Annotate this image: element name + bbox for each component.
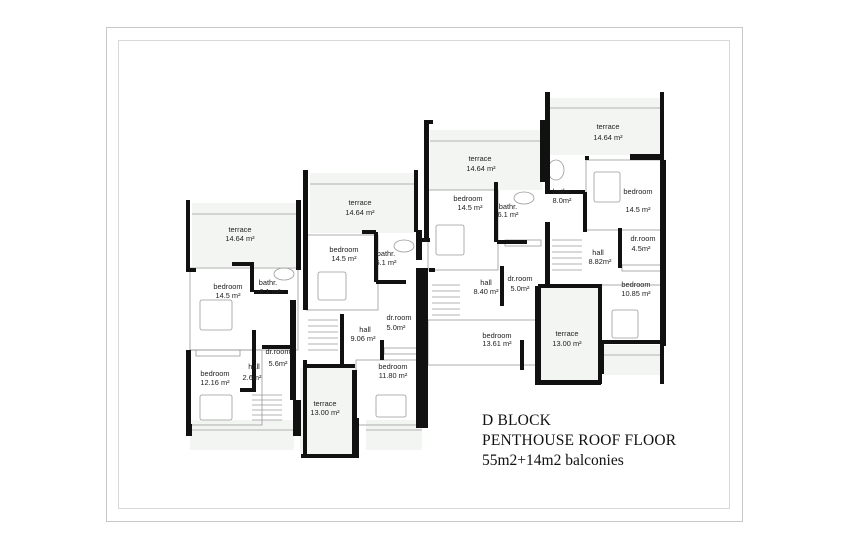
room-area: 8.82m² — [588, 257, 612, 266]
room-name: dr.room — [630, 234, 655, 243]
room-area: 14.64 m² — [466, 164, 496, 173]
room-name: dr.room — [265, 347, 290, 356]
room-name: terrace — [348, 198, 371, 207]
room-area: 14.5 m² — [331, 254, 357, 263]
inner-border-frame — [118, 40, 730, 509]
caption-floor-name: PENTHOUSE ROOF FLOOR — [482, 432, 677, 449]
room-name: terrace — [313, 399, 336, 408]
walls — [186, 92, 666, 458]
room-name: hall — [592, 248, 604, 257]
room-name: hall — [359, 325, 371, 334]
room-name: bedroom — [453, 194, 482, 203]
room-area: 13.00 m² — [310, 408, 340, 417]
room-area: 8.0m² — [553, 196, 572, 205]
room-name: bedroom — [621, 280, 650, 289]
room-name: bedroom — [482, 331, 511, 340]
room-area: 14.5 m² — [625, 205, 651, 214]
caption-area-summary: 55m2+14m2 balconies — [482, 452, 624, 469]
room-name: terrace — [555, 329, 578, 338]
room-area: 14.64 m² — [225, 234, 255, 243]
room-name: bedroom — [378, 362, 407, 371]
room-name: bedroom — [200, 369, 229, 378]
room-area: 5.0m² — [387, 323, 406, 332]
room-area: 14.64 m² — [593, 133, 623, 142]
room-name: bedroom — [213, 282, 242, 291]
terrace-areas — [190, 98, 664, 454]
room-area: 12.16 m² — [200, 378, 230, 387]
room-name: terrace — [228, 225, 251, 234]
room-area: 6.1 m² — [260, 287, 281, 296]
room-name: terrace — [596, 122, 619, 131]
outer-border-frame — [106, 27, 743, 522]
room-name: dr.room — [507, 274, 532, 283]
room-name: hall — [248, 362, 260, 371]
room-area: 6.1 m² — [376, 258, 397, 267]
room-area: 14.5 m² — [457, 203, 483, 212]
room-area: 14.5 m² — [215, 291, 241, 300]
room-name: bathr. — [259, 278, 278, 287]
room-name: dr.room — [386, 313, 411, 322]
room-area: 11.80 m² — [379, 371, 408, 380]
room-area: 10.85 m² — [621, 289, 651, 298]
room-name: terrace — [468, 154, 491, 163]
room-area: 13.00 m² — [552, 339, 582, 348]
room-area: 5.0m² — [511, 284, 530, 293]
room-area: 5.6m² — [269, 359, 288, 368]
room-area: 2.6m² — [243, 373, 262, 382]
room-name: hall — [480, 278, 492, 287]
room-name: bathr. — [377, 249, 396, 258]
room-name: bathr. — [553, 187, 572, 196]
room-area: 14.64 m² — [345, 208, 375, 217]
room-name: bathr. — [499, 202, 518, 211]
room-name: bedroom — [623, 187, 652, 196]
room-area: 13.61 m² — [482, 339, 512, 348]
caption-block-name: D BLOCK — [482, 412, 552, 429]
room-labels: terrace 14.64 m² bedroom 14.5 m² bathr. … — [200, 122, 655, 417]
room-area: 9.06 m² — [350, 334, 376, 343]
room-area: 6.1 m² — [498, 210, 519, 219]
room-name: bedroom — [329, 245, 358, 254]
room-area: 4.5m² — [632, 244, 651, 253]
room-area: 8.40 m² — [473, 287, 499, 296]
